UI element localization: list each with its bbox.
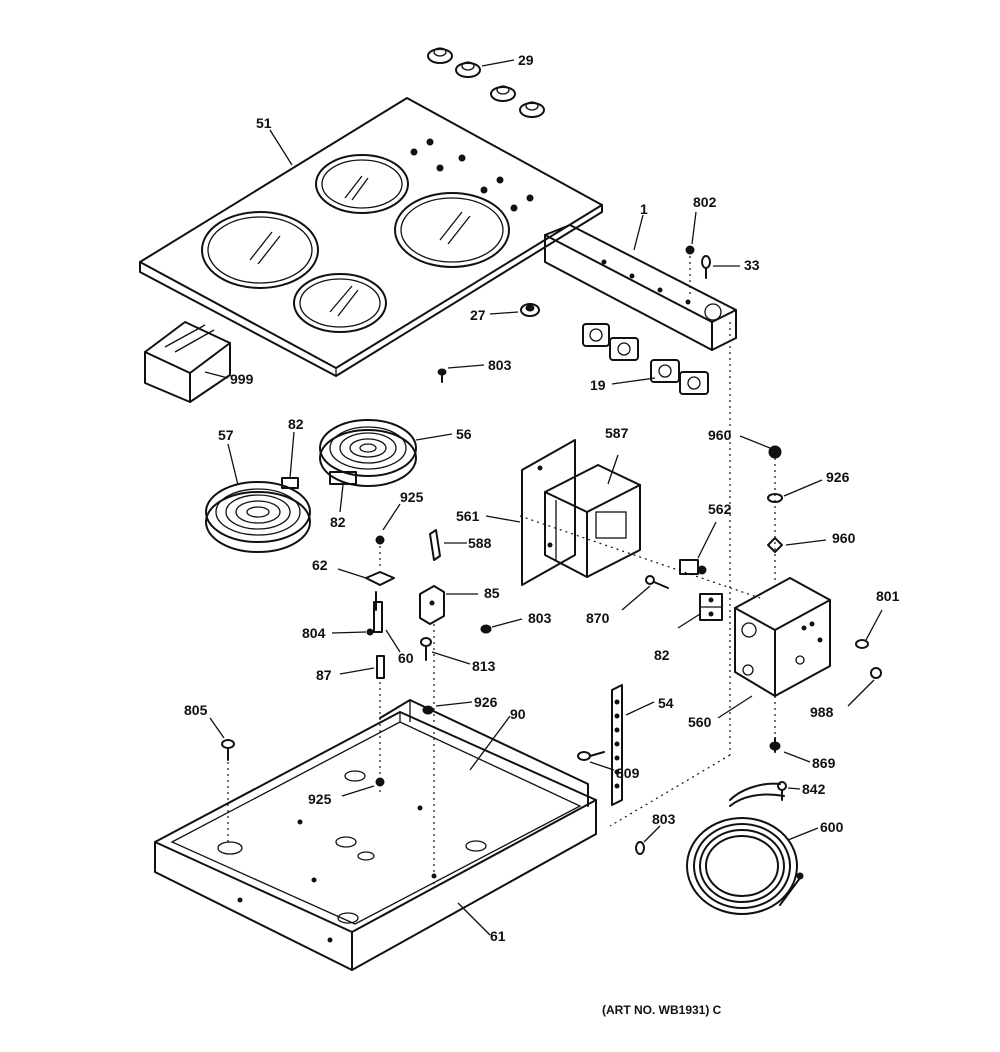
callout-803-mid: 803 [528, 610, 552, 626]
terminal-block-82 [699, 593, 723, 621]
callout-27: 27 [470, 307, 486, 323]
burner-ring [394, 192, 510, 268]
callout-926-right: 926 [826, 469, 850, 485]
callout-1: 1 [640, 201, 648, 217]
callout-988: 988 [810, 704, 834, 720]
screw-813 [420, 637, 432, 661]
callout-925-top: 925 [400, 489, 424, 505]
callout-54: 54 [658, 695, 674, 711]
callout-813: 813 [472, 658, 496, 674]
screw-988 [870, 667, 882, 679]
burner-ring [315, 154, 409, 214]
callout-842: 842 [802, 781, 826, 797]
callout-82-left: 82 [330, 514, 346, 530]
bottom-pan-61 [154, 699, 597, 971]
screw-809 [577, 751, 605, 761]
mounting-bracket-587 [544, 464, 641, 578]
callout-561: 561 [456, 508, 480, 524]
screw-803 [480, 624, 492, 634]
relay-562 [679, 559, 707, 575]
right-hardware-stack [767, 445, 783, 753]
callout-560: 560 [688, 714, 712, 730]
callout-600: 600 [820, 819, 844, 835]
burner-ring [293, 273, 387, 333]
grommet-27 [520, 303, 540, 317]
callout-960-right: 960 [832, 530, 856, 546]
callout-802: 802 [693, 194, 717, 210]
callout-803-bottom: 803 [652, 811, 676, 827]
callout-33: 33 [744, 257, 760, 273]
callout-925-lower: 925 [308, 791, 332, 807]
callout-61: 61 [490, 928, 506, 944]
callout-999: 999 [230, 371, 254, 387]
knob [490, 85, 516, 102]
burner-ring [201, 211, 319, 289]
screw-803 [635, 841, 645, 855]
knob [519, 101, 545, 118]
clip-588 [429, 529, 441, 561]
callout-87: 87 [316, 667, 332, 683]
control-panel-bracket [544, 224, 737, 351]
infinite-switch-set [582, 323, 709, 395]
knob [455, 61, 481, 78]
callout-19: 19 [590, 377, 606, 393]
glass-cooktop [139, 97, 603, 377]
rail-54 [611, 684, 623, 806]
screw-802 [685, 245, 695, 295]
callout-85: 85 [484, 585, 500, 601]
element-bracket-hardware [331, 503, 401, 797]
knob-set [427, 47, 545, 118]
screw-805 [221, 739, 235, 846]
callout-29: 29 [518, 52, 534, 68]
screw-33 [701, 255, 711, 279]
screw-801 [855, 639, 869, 649]
switch-box-999 [144, 321, 231, 403]
callout-588: 588 [468, 535, 492, 551]
callout-51: 51 [256, 115, 272, 131]
callout-90: 90 [510, 706, 526, 722]
surface-element-56 [319, 419, 417, 487]
callout-60: 60 [398, 650, 414, 666]
knob [427, 47, 453, 64]
bracket-85 [419, 585, 445, 885]
callout-809: 809 [616, 765, 640, 781]
screw-803 [437, 368, 447, 383]
heat-shield-561 [521, 439, 576, 586]
surface-element-57 [205, 477, 311, 553]
junction-box-560 [734, 577, 831, 697]
callout-960-top: 960 [708, 427, 732, 443]
callout-801: 801 [876, 588, 900, 604]
callout-56: 56 [456, 426, 472, 442]
callout-805: 805 [184, 702, 208, 718]
callout-870: 870 [586, 610, 610, 626]
callout-57: 57 [218, 427, 234, 443]
callout-labels: 29 51 1 802 33 27 999 803 19 57 82 56 82… [184, 52, 900, 944]
callout-803-top: 803 [488, 357, 512, 373]
screw-842 [777, 781, 787, 801]
art-number: (ART NO. WB1931) C [602, 1003, 722, 1017]
callout-82-top: 82 [288, 416, 304, 432]
callout-62: 62 [312, 557, 328, 573]
screw-870 [645, 575, 669, 589]
callout-562: 562 [708, 501, 732, 517]
callout-926-lower: 926 [474, 694, 498, 710]
callout-804: 804 [302, 625, 326, 641]
callout-869: 869 [812, 755, 836, 771]
callout-587: 587 [605, 425, 629, 441]
power-cord-600 [686, 782, 804, 915]
washer-926 [422, 705, 434, 715]
callout-82-right: 82 [654, 647, 670, 663]
